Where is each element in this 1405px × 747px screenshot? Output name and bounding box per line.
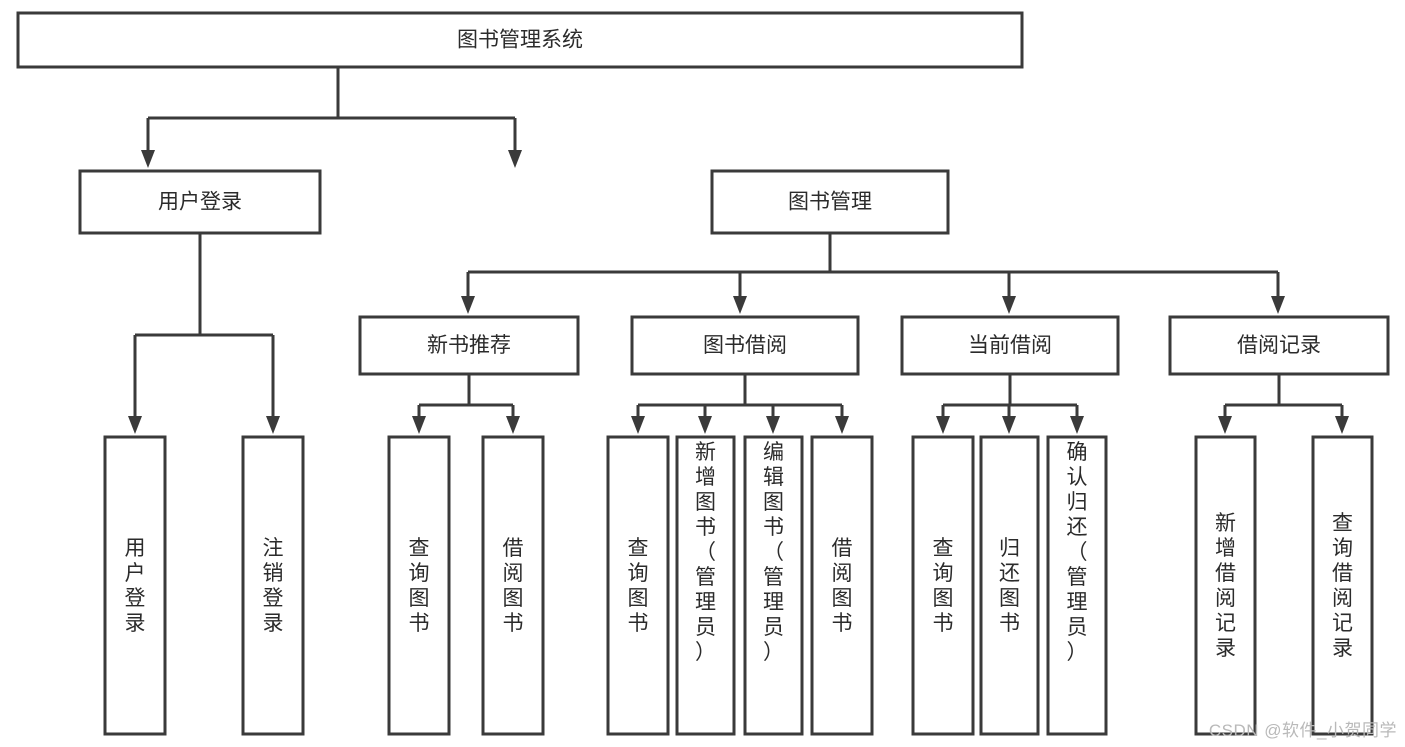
level3-node[interactable]: 借阅记录 (1168, 315, 1390, 376)
arrow-head-icon (1002, 296, 1016, 314)
level2-node[interactable]: 图书管理 (710, 169, 950, 235)
level2-label: 图书管理 (788, 191, 872, 214)
leaf-label: 新增借阅记录 (1215, 512, 1236, 660)
leaf-label: 确认归还（管理员） (1067, 441, 1088, 664)
level2-box[interactable] (710, 169, 950, 235)
leaf-node[interactable]: 注销登录 (241, 435, 305, 736)
leaf-label: 借阅图书 (832, 537, 853, 635)
level3-label: 借阅记录 (1237, 334, 1321, 357)
leaf-node[interactable]: 归还图书 (979, 435, 1040, 736)
level2-label: 用户登录 (158, 191, 242, 214)
arrow-head-icon (631, 416, 645, 434)
arrow-head-icon (1218, 416, 1232, 434)
level3-box[interactable] (900, 315, 1120, 376)
leaf-label: 查询图书 (933, 537, 954, 635)
node-layer: 图书管理系统用户登录图书管理新书推荐图书借阅当前借阅借阅记录用户登录注销登录查询… (16, 11, 1390, 736)
level3-label: 图书借阅 (703, 334, 787, 357)
arrow-head-icon (508, 150, 522, 168)
arrow-head-icon (1335, 416, 1349, 434)
leaf-label: 用户登录 (125, 537, 146, 635)
leaf-box[interactable] (241, 435, 305, 736)
leaf-box[interactable] (481, 435, 545, 736)
level3-label: 当前借阅 (968, 334, 1052, 357)
arrow-head-icon (1271, 296, 1285, 314)
arrow-head-icon (461, 296, 475, 314)
leaf-box[interactable] (743, 435, 804, 736)
connector-user-login-to-leaves (128, 233, 280, 434)
leaf-label: 归还图书 (999, 537, 1020, 635)
leaf-label: 查询图书 (628, 537, 649, 635)
level2-node[interactable]: 用户登录 (78, 169, 322, 235)
connector-layer (128, 67, 1349, 434)
connector-root-to-level2 (141, 67, 522, 168)
leaf-node[interactable]: 查询图书 (911, 435, 975, 736)
leaf-node[interactable]: 新增借阅记录 (1194, 435, 1257, 736)
level3-label: 新书推荐 (427, 334, 511, 357)
level3-box[interactable] (358, 315, 580, 376)
connector-new-book-to-leaves (412, 374, 520, 434)
leaf-box[interactable] (911, 435, 975, 736)
arrow-head-icon (1070, 416, 1084, 434)
arrow-head-icon (128, 416, 142, 434)
leaf-box[interactable] (979, 435, 1040, 736)
leaf-node[interactable]: 确认归还（管理员） (1046, 435, 1108, 736)
arrow-head-icon (835, 416, 849, 434)
leaf-node[interactable]: 查询借阅记录 (1311, 435, 1374, 736)
root-label: 图书管理系统 (457, 29, 583, 52)
leaf-box[interactable] (1046, 435, 1108, 736)
leaf-box[interactable] (606, 435, 670, 736)
leaf-node[interactable]: 借阅图书 (481, 435, 545, 736)
arrow-head-icon (766, 416, 780, 434)
connector-borrow-to-leaves (631, 374, 849, 434)
arrow-head-icon (936, 416, 950, 434)
leaf-box[interactable] (1311, 435, 1374, 736)
leaf-node[interactable]: 查询图书 (387, 435, 451, 736)
level3-node[interactable]: 当前借阅 (900, 315, 1120, 376)
arrow-head-icon (1002, 416, 1016, 434)
arrow-head-icon (733, 296, 747, 314)
leaf-node[interactable]: 新增图书（管理员） (675, 435, 736, 736)
level3-node[interactable]: 图书借阅 (630, 315, 860, 376)
leaf-node[interactable]: 编辑图书（管理员） (743, 435, 804, 736)
leaf-label: 借阅图书 (503, 537, 524, 635)
arrow-head-icon (266, 416, 280, 434)
level3-node[interactable]: 新书推荐 (358, 315, 580, 376)
leaf-label: 查询图书 (409, 537, 430, 635)
arrow-head-icon (506, 416, 520, 434)
leaf-box[interactable] (387, 435, 451, 736)
leaf-node[interactable]: 借阅图书 (810, 435, 874, 736)
leaf-label: 注销登录 (263, 537, 284, 635)
level3-box[interactable] (1168, 315, 1390, 376)
arrow-head-icon (412, 416, 426, 434)
level3-box[interactable] (630, 315, 860, 376)
arrow-head-icon (698, 416, 712, 434)
connector-book-mgmt-to-level3 (461, 233, 1285, 314)
connector-record-to-leaves (1218, 374, 1349, 434)
connector-current-to-leaves (936, 374, 1084, 434)
leaf-label: 编辑图书（管理员） (763, 441, 784, 664)
leaf-label: 新增图书（管理员） (695, 441, 716, 664)
leaf-box[interactable] (1194, 435, 1257, 736)
level2-box[interactable] (78, 169, 322, 235)
root-node[interactable]: 图书管理系统 (16, 11, 1024, 69)
leaf-box[interactable] (810, 435, 874, 736)
leaf-label: 查询借阅记录 (1332, 512, 1353, 660)
leaf-box[interactable] (675, 435, 736, 736)
leaf-node[interactable]: 查询图书 (606, 435, 670, 736)
root-box[interactable] (16, 11, 1024, 69)
arrow-head-icon (141, 150, 155, 168)
leaf-box[interactable] (103, 435, 167, 736)
leaf-node[interactable]: 用户登录 (103, 435, 167, 736)
